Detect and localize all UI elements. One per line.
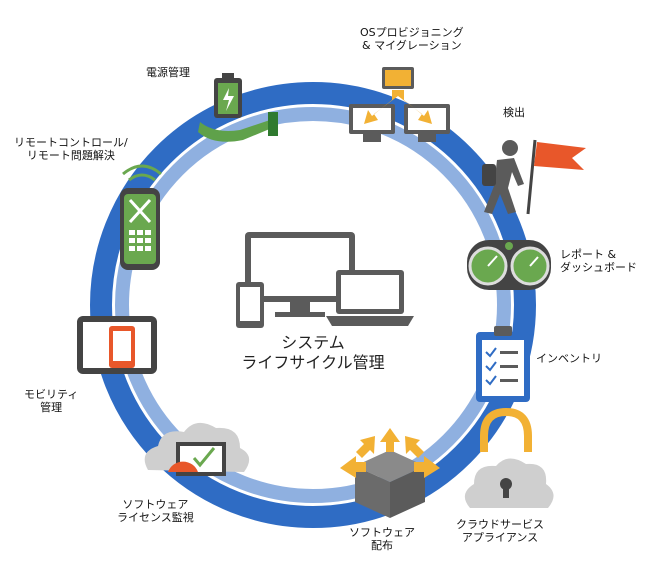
label-detect: 検出	[503, 106, 525, 119]
outer-ring	[90, 82, 536, 528]
center-title-line2: ライフサイクル管理	[241, 353, 385, 372]
remote-control-icon	[120, 164, 162, 270]
center-title-line1: システム	[281, 333, 345, 352]
label-os-provisioning: OSプロビジョニング & マイグレーション	[360, 26, 464, 52]
label-license-monitoring: ソフトウェア ライセンス監視	[117, 498, 194, 524]
inner-ring	[115, 107, 511, 503]
battery-hand-icon	[198, 73, 278, 142]
label-remote-control: リモートコントロール/ リモート問題解決	[14, 136, 128, 162]
center-title: システム ライフサイクル管理	[213, 333, 413, 373]
tablet-icon	[77, 316, 157, 374]
package-arrows-icon	[340, 428, 440, 518]
center-devices-icon	[236, 232, 414, 328]
label-report-dashboard: レポート & ダッシュボード	[560, 248, 637, 274]
clipboard-checklist-icon	[476, 326, 530, 402]
label-inventory: インベントリ	[536, 352, 602, 365]
hiker-flag-icon	[482, 139, 586, 215]
os-provisioning-icon	[349, 67, 450, 142]
label-mobility: モビリティ 管理	[24, 388, 79, 414]
cloud-license-icon	[144, 422, 250, 476]
label-software-distribution: ソフトウェア 配布	[349, 526, 415, 552]
label-cloud-appliance: クラウドサービス アプライアンス	[456, 518, 544, 544]
cloud-lock-icon	[464, 407, 554, 508]
label-power-management: 電源管理	[146, 66, 190, 79]
dashboard-gauges-icon	[467, 240, 551, 290]
